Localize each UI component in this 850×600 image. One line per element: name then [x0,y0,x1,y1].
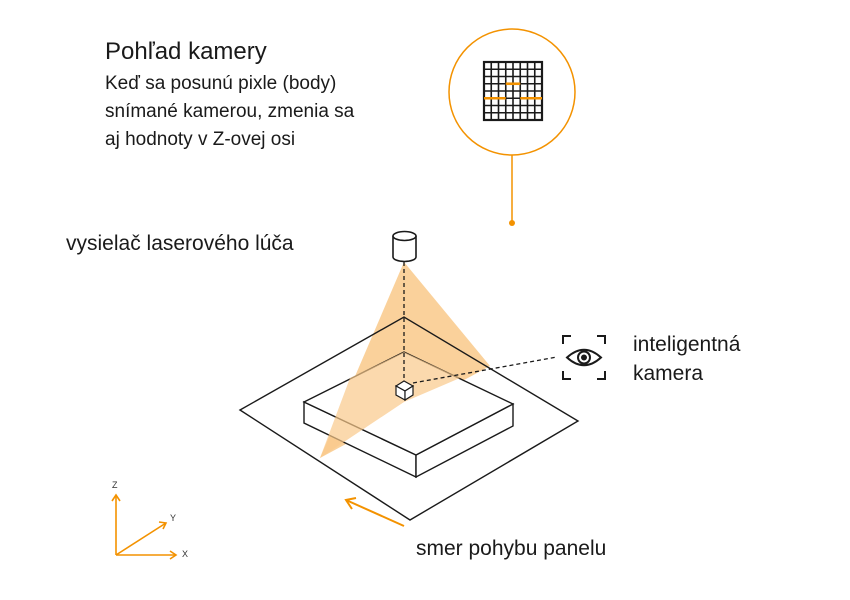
smart-camera-label: inteligentná kamera [633,330,740,388]
camera-view-description-line: snímané kamerou, zmenia sa [105,101,355,122]
axis-x-label: X [182,549,189,559]
axis-triad [111,493,178,560]
base-panel [238,316,580,521]
axis-z-label: Z [112,480,118,490]
axis-y-label: Y [170,513,177,523]
camera-view-callout [448,28,576,226]
smart-camera-eye-icon [562,335,606,380]
camera-view-description-line: aj hodnoty v Z-ovej osi [105,129,296,150]
laser-emitter-icon [392,230,417,263]
camera-view-title: Pohľad kamery [105,38,267,65]
panel-motion-label: smer pohybu panelu [416,537,607,560]
panel-motion-arrow [344,497,405,527]
laser-beam-overlay [320,352,460,458]
camera-view-description: Keď sa posunú pixle (body) snímané kamer… [105,70,354,154]
camera-sight-line [412,356,558,384]
callout-leader-dot [509,220,515,226]
smart-camera-label-line: inteligentná [633,333,741,356]
laser-emitter-label: vysielač laserového lúča [66,232,294,255]
measured-point-cube [394,380,415,402]
camera-view-description-line: Keď sa posunú pixle (body) [105,73,337,94]
camera-grid-icon [482,60,544,122]
smart-camera-label-line: kamera [633,362,704,385]
